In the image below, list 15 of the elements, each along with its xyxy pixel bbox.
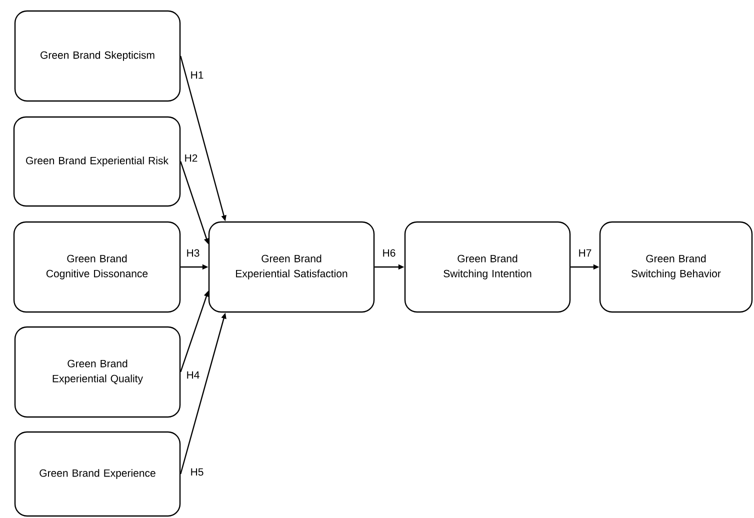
edge-label: H5 <box>191 468 204 476</box>
concept-box: Green Brand Experiential Satisfaction <box>208 221 375 313</box>
concept-box: Green Brand Skepticism <box>14 10 181 102</box>
concept-box: Green Brand Experiential Quality <box>14 326 181 418</box>
edge-label: H2 <box>185 154 198 162</box>
edge-label: H4 <box>187 371 200 379</box>
concept-box: Green Brand Switching Behavior <box>599 221 753 313</box>
concept-box: Green Brand Experiential Risk <box>13 116 181 207</box>
edge-label: H7 <box>579 249 592 257</box>
concept-box: Green Brand Cognitive Dissonance <box>13 221 181 313</box>
edge-label: H3 <box>187 249 200 257</box>
concept-box: Green Brand Experience <box>14 431 181 517</box>
concept-box: Green Brand Switching Intention <box>404 221 571 313</box>
edge-label: H6 <box>383 249 396 257</box>
edge-label: H1 <box>191 71 204 79</box>
